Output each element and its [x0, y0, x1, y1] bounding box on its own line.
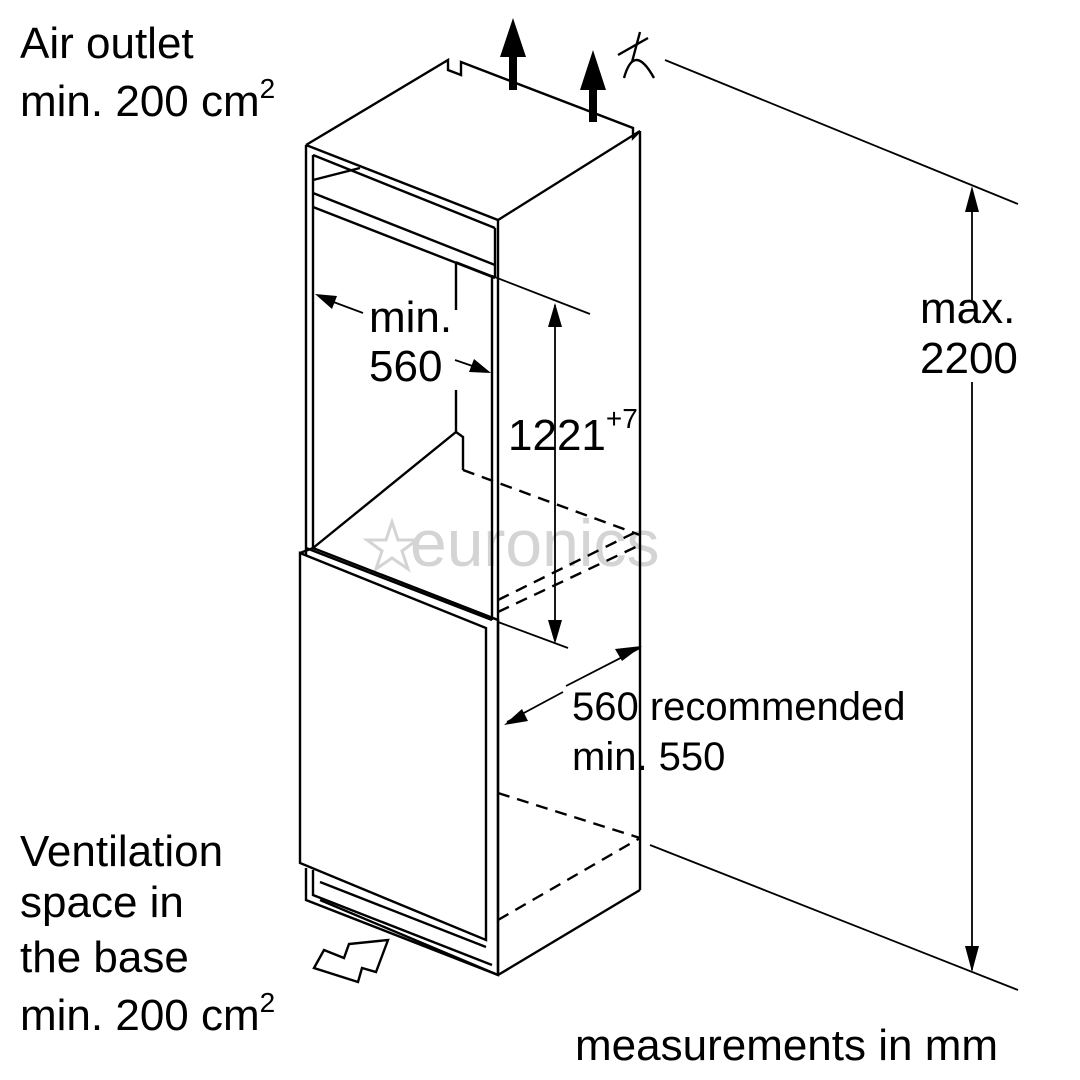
depth-line1: 560 recommended [572, 685, 906, 729]
ventilation-line1: Ventilation [20, 827, 223, 876]
max-height-dimension [649, 59, 1019, 991]
watermark-text: euronics [410, 506, 659, 580]
star-icon [362, 517, 422, 573]
depth-label: 560 recommended min. 550 [572, 685, 906, 779]
units-note: measurements in mm [575, 1021, 998, 1070]
width-dimension [315, 294, 491, 373]
max-height-label: max. 2200 [920, 284, 1018, 383]
air-outlet-line1: Air outlet [20, 19, 194, 68]
air-outlet-line2: min. 200 cm2 [20, 73, 275, 126]
ceiling-mark-icon [617, 31, 656, 79]
niche-height-label: 1221+7 [508, 403, 638, 460]
arrow-up-icon [500, 18, 606, 122]
ventilation-line3: the base [20, 933, 189, 982]
ventilation-label: Ventilation space in the base min. 200 c… [20, 827, 275, 1040]
appliance-door [298, 546, 641, 977]
air-outlet-label: Air outlet min. 200 cm2 [20, 19, 275, 126]
ventilation-line4: min. 200 cm2 [20, 987, 275, 1040]
max-height-line2: 2200 [920, 334, 1018, 383]
ventilation-line2: space in [20, 878, 184, 927]
width-min-line2: 560 [369, 342, 442, 391]
depth-dimension [504, 646, 642, 725]
width-min-label: min. 560 [369, 293, 452, 391]
hidden-shelf-lines [462, 468, 641, 922]
depth-line2: min. 550 [572, 735, 725, 779]
max-height-line1: max. [920, 284, 1015, 333]
niche-height-dimension [497, 303, 569, 649]
watermark: euronics [362, 506, 659, 580]
arrow-right-icon [312, 938, 390, 984]
width-min-line1: min. [369, 293, 452, 342]
